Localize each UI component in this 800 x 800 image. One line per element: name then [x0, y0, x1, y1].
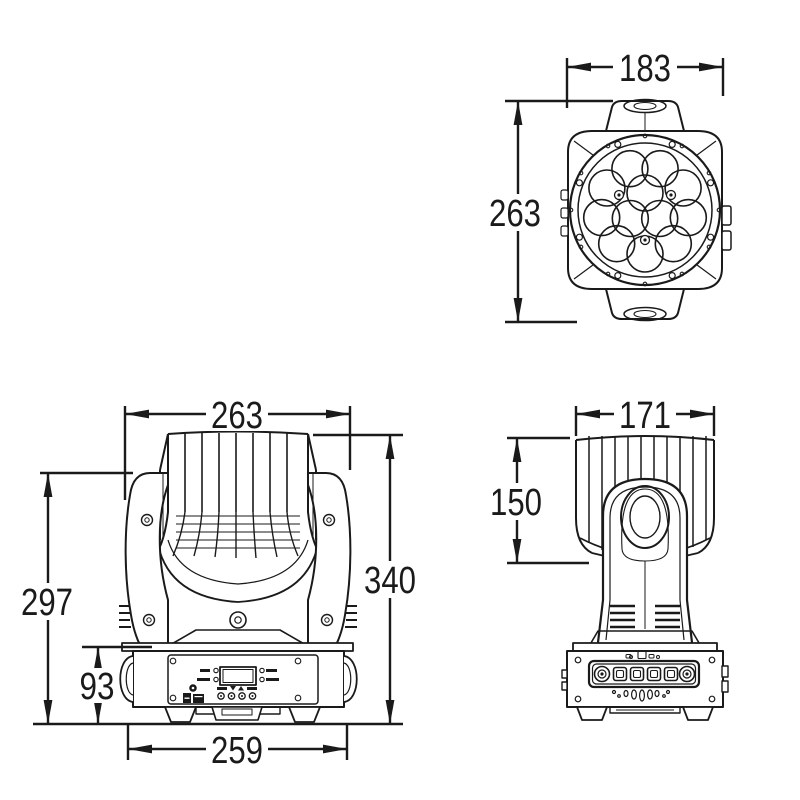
rear-heatsink-fins	[155, 430, 321, 559]
arm-vents	[610, 604, 680, 629]
down-arrow-icon	[230, 686, 236, 691]
panel-buttons[interactable]	[217, 692, 257, 700]
side-latch-icon	[721, 205, 732, 226]
dim-label-263-front: 263	[489, 193, 541, 235]
dim-side-head-width: 171	[574, 395, 716, 437]
side-feet	[576, 706, 714, 721]
side-base	[561, 642, 729, 721]
dim-label-171: 171	[619, 395, 671, 437]
dim-rear-total-height: 340	[313, 433, 421, 724]
dim-side-head-height: 150	[487, 436, 589, 565]
dim-rear-base-width: 259	[126, 724, 349, 772]
dim-label-93: 93	[80, 666, 115, 708]
base-top-vents	[625, 650, 660, 660]
dim-label-259: 259	[211, 730, 263, 772]
face-screws	[613, 189, 677, 246]
dim-head-front-height: 263	[486, 99, 613, 324]
rear-yoke-arms	[119, 472, 357, 646]
dim-rear-head-width: 263	[123, 395, 352, 500]
dim-label-263-rear: 263	[211, 395, 263, 437]
connector-panel	[587, 659, 701, 689]
lcd-display[interactable]	[219, 666, 257, 686]
menu-glyphs	[217, 686, 257, 691]
arm-oval-cover	[620, 485, 670, 549]
lens-bezel	[568, 133, 722, 287]
square-connectors[interactable]	[612, 666, 679, 682]
round-connector-left[interactable]	[593, 665, 611, 683]
bezel-screws	[575, 140, 715, 280]
dim-head-front-width: 183	[565, 48, 725, 108]
dim-rear-base-height: 93	[77, 645, 152, 724]
head-front-view: 183 263	[486, 48, 732, 324]
dim-label-340: 340	[364, 560, 416, 602]
dim-label-183: 183	[619, 48, 671, 90]
rear-base	[119, 642, 358, 723]
head-top-cap	[605, 98, 685, 132]
arm-screws	[140, 513, 336, 627]
rear-head-shroud	[157, 433, 319, 603]
dim-label-150: 150	[490, 482, 542, 524]
side-yoke-arm	[587, 477, 703, 653]
round-connector-right[interactable]	[678, 665, 696, 683]
rear-feet	[164, 706, 321, 723]
brand-logo	[183, 693, 204, 703]
panel-indicator-leds	[197, 667, 279, 683]
dim-rear-upper-height: 297	[17, 471, 133, 724]
up-arrow-icon	[238, 686, 244, 691]
base-latch-icon	[721, 665, 729, 678]
rear-view: 263 340 297 93 259	[17, 395, 421, 772]
tilt-pivot-screw	[229, 611, 247, 629]
dim-label-297: 297	[21, 582, 73, 624]
yoke-bridge	[169, 629, 307, 646]
base-bottom-vents	[611, 689, 671, 702]
control-panel	[167, 654, 319, 705]
side-view: 171 150	[487, 395, 729, 721]
arm-side-ribs	[119, 605, 357, 628]
bezel-rivets	[568, 133, 722, 287]
head-bottom-cap	[605, 288, 685, 322]
